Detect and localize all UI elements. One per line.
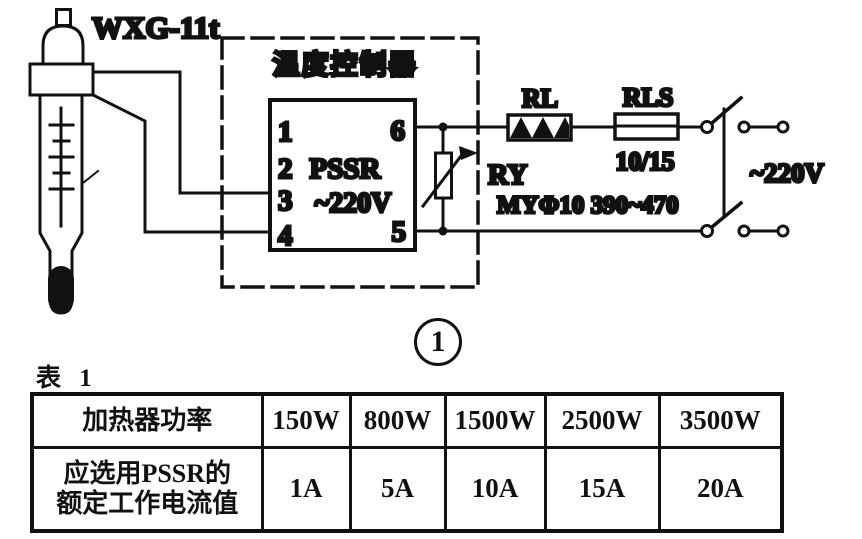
power-cell: 1500W: [443, 392, 547, 449]
junction-dot-top: [438, 122, 448, 132]
varistor-spec-label: MYΦ10 390~470: [497, 192, 679, 219]
junction-dot-bottom: [438, 226, 448, 236]
thermometer-nipple: [55, 8, 72, 27]
pssr-pin-2: 2: [278, 153, 293, 185]
switch-contact-top: [700, 120, 714, 134]
pssr-box: [268, 98, 417, 252]
table-row-rated-current: 应选用PSSR的 额定工作电流值 1A 5A 10A 15A 20A: [30, 445, 784, 533]
varistor-ref-label: RY: [488, 160, 527, 191]
pssr-pin-5: 5: [392, 216, 407, 248]
table-row-heater-power: 加热器功率 150W 800W 1500W 2500W 3500W: [30, 392, 784, 449]
pssr-pin-4: 4: [278, 220, 293, 252]
row-header-line1: 应选用PSSR的: [63, 458, 232, 488]
supply-voltage-label: ~220V: [750, 158, 825, 188]
row-header-heater-power: 加热器功率: [30, 392, 264, 449]
figure-number-badge: 1: [414, 318, 462, 366]
pssr-name: PSSR: [310, 153, 382, 185]
power-cell: 3500W: [657, 392, 784, 449]
varistor-symbol: [420, 122, 478, 236]
heater-symbol: [506, 113, 573, 142]
row-header-rated-current: 应选用PSSR的 额定工作电流值: [30, 445, 264, 533]
controller-title: 温度控制器: [273, 49, 418, 80]
fuse-rating-label: 10/15: [615, 147, 674, 176]
power-cell: 800W: [348, 392, 447, 449]
heater-ref-label: RL: [522, 84, 558, 113]
sensor-wire-pin4: [90, 92, 272, 234]
thermometer-dome: [41, 24, 85, 67]
power-cell: 2500W: [543, 392, 661, 449]
current-cell: 20A: [657, 445, 784, 533]
current-cell: 10A: [443, 445, 547, 533]
circuit-diagram: WXG-11t 温度控制器 1 2 3 4 6 5 PSSR ~220V RY: [28, 8, 826, 315]
pssr-pin-3: 3: [278, 185, 293, 217]
fuse-ref-label: RLS: [623, 83, 674, 112]
table-caption: 表 1: [36, 365, 98, 392]
figure-number: 1: [430, 325, 446, 358]
varistor-diagonal: [420, 149, 467, 209]
sensor-wire-pin3: [91, 70, 272, 195]
thermometer-collar: [28, 62, 95, 97]
pssr-voltage: ~220V: [315, 188, 392, 219]
thermometer-scale-ticks: [48, 123, 75, 191]
power-switch: [700, 95, 744, 238]
switch-arm-top: [709, 95, 744, 126]
pssr-pin-6: 6: [391, 115, 406, 147]
switch-contact-bottom: [700, 224, 714, 238]
power-cell: 150W: [260, 392, 352, 449]
current-cell: 5A: [348, 445, 447, 533]
sensor-model-label: WXG-11t: [92, 10, 220, 45]
row-header-line2: 额定工作电流值: [56, 488, 239, 518]
contact-pointer: [81, 169, 100, 185]
current-cell: 1A: [260, 445, 352, 533]
pssr-pin-1: 1: [278, 116, 293, 148]
controller-dashed-box: [220, 36, 480, 289]
contact-thermometer: [28, 8, 100, 315]
switch-arm-bottom: [709, 200, 744, 230]
pssr-selection-table: 加热器功率 150W 800W 1500W 2500W 3500W 应选用PSS…: [30, 392, 784, 533]
supply-terminals: [737, 120, 790, 238]
thermometer-bulb: [48, 266, 74, 312]
fuse-symbol: [613, 112, 680, 141]
current-cell: 15A: [543, 445, 661, 533]
varistor-flag: [459, 146, 478, 160]
